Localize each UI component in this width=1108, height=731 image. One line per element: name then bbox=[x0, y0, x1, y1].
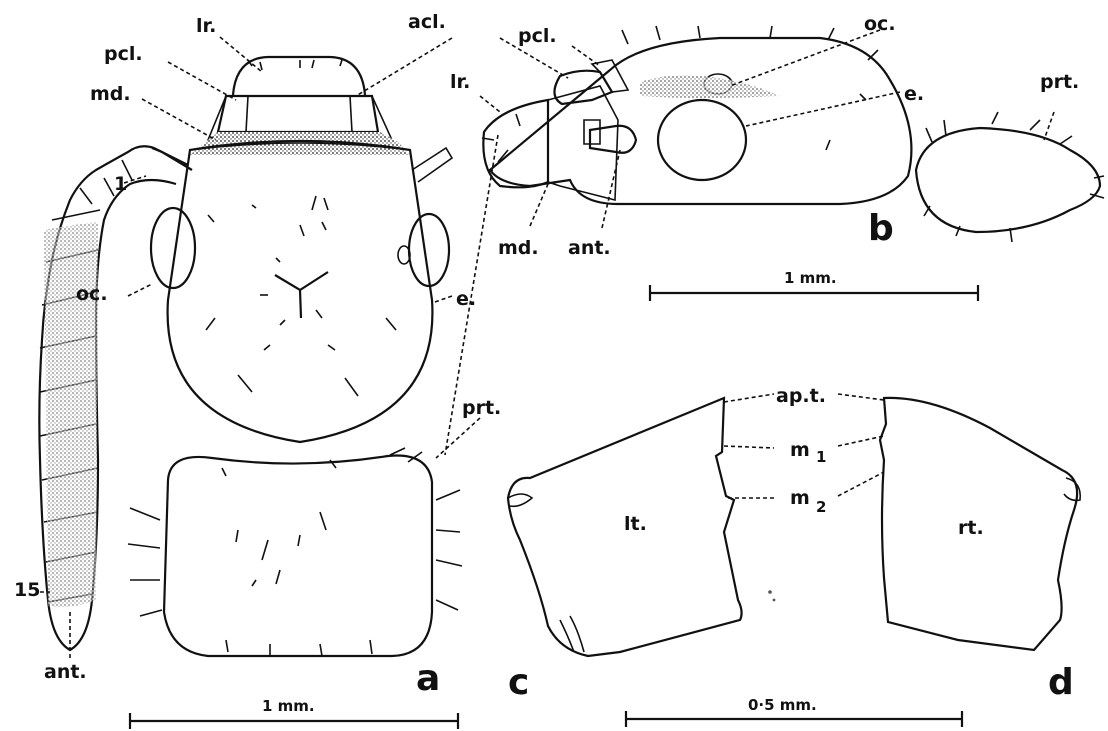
label-m1: m bbox=[790, 439, 810, 461]
scale-label-mandibles: 0·5 mm. bbox=[748, 696, 817, 714]
leader-m1-right bbox=[838, 436, 884, 446]
label-m2: m bbox=[790, 487, 810, 509]
label-prt-a: prt. bbox=[462, 397, 501, 419]
scale-label-a: 1 mm. bbox=[262, 697, 315, 715]
label-acl-b: acl. bbox=[408, 11, 446, 33]
label-e-a: e. bbox=[456, 288, 476, 310]
mandible-lateral bbox=[548, 86, 618, 200]
leader-md-a bbox=[142, 99, 216, 140]
label-prt-b: prt. bbox=[1040, 71, 1079, 93]
leader-m1-left bbox=[724, 446, 774, 448]
leader-pcl-b bbox=[572, 46, 600, 66]
epicranial-suture bbox=[275, 272, 328, 318]
panel-label-a: a bbox=[416, 658, 440, 699]
labrum-setae bbox=[248, 60, 342, 70]
label-ant-b: ant. bbox=[568, 237, 611, 259]
mandible-annotations: ap.t. m 1 m 2 0·5 mm. bbox=[626, 385, 962, 727]
label-md-a: md. bbox=[90, 83, 131, 105]
label-num-15: 15 bbox=[14, 579, 40, 601]
label-num-1: 1 bbox=[114, 173, 127, 195]
clypeus-outline bbox=[218, 96, 378, 132]
left-mandible-condyle bbox=[508, 494, 532, 506]
left-eye bbox=[151, 208, 195, 288]
leader-m2-right bbox=[838, 472, 884, 496]
label-oc-a: oc. bbox=[76, 283, 108, 305]
pronotum bbox=[164, 456, 432, 656]
leader-apt-right bbox=[838, 394, 884, 400]
panel-c-left-mandible: lt. c bbox=[508, 398, 775, 703]
scale-label-b: 1 mm. bbox=[784, 269, 837, 287]
scale-bar-b bbox=[650, 285, 978, 301]
right-antenna-stub bbox=[412, 148, 452, 182]
speck-1 bbox=[768, 590, 772, 594]
left-antenna bbox=[39, 146, 192, 650]
leader-e-a bbox=[435, 296, 452, 302]
frons-stipple bbox=[640, 75, 780, 98]
panel-b-head: acl. pcl. lr. oc. e. md. ant. prt. b 1 m… bbox=[408, 11, 1104, 301]
leader-pcl-a bbox=[168, 62, 236, 100]
antenna-base-lateral bbox=[590, 126, 636, 153]
label-e-b: e. bbox=[904, 83, 924, 105]
eye-lateral bbox=[658, 100, 746, 180]
label-lt: lt. bbox=[624, 513, 647, 535]
label-m1-sub: 1 bbox=[816, 448, 826, 466]
labrum-outline bbox=[233, 57, 365, 95]
leader-e-b bbox=[746, 92, 900, 126]
leader-oc-a bbox=[128, 284, 152, 296]
label-oc-b: oc. bbox=[864, 13, 896, 35]
scale-bar-a bbox=[130, 713, 458, 729]
label-rt: rt. bbox=[958, 517, 984, 539]
leader-prt-a-2 bbox=[436, 418, 480, 458]
pronotum-lateral bbox=[916, 128, 1100, 232]
panel-label-b: b bbox=[868, 208, 894, 249]
left-mandible-base-lines bbox=[560, 616, 584, 652]
panel-label-d: d bbox=[1048, 662, 1074, 703]
label-ant-a: ant. bbox=[44, 661, 87, 683]
panel-a-head: lr. pcl. md. 1 oc. e. 15 ant. a 1 mm. bbox=[14, 15, 498, 729]
label-lr-b: lr. bbox=[450, 71, 470, 93]
label-pcl-a: pcl. bbox=[104, 43, 143, 65]
leader-prt-b bbox=[1044, 112, 1054, 140]
label-pcl-b: pcl. bbox=[518, 25, 557, 47]
leader-acl-a bbox=[356, 38, 452, 96]
label-m2-sub: 2 bbox=[816, 498, 826, 516]
label-md-b: md. bbox=[498, 237, 539, 259]
label-apt: ap.t. bbox=[776, 385, 826, 407]
pronotum-setae bbox=[128, 448, 462, 656]
panel-label-c: c bbox=[508, 662, 529, 703]
label-lr-a: lr. bbox=[196, 15, 216, 37]
leader-lr-a bbox=[220, 37, 262, 72]
antenna-socket bbox=[584, 120, 600, 144]
leader-lr-b bbox=[480, 96, 500, 112]
leader-apt-left bbox=[724, 394, 774, 402]
leader-md-b bbox=[530, 184, 548, 226]
panel-d-right-mandible: rt. d bbox=[880, 398, 1080, 703]
leader-ant-b bbox=[602, 150, 620, 228]
speck-2 bbox=[773, 599, 776, 602]
